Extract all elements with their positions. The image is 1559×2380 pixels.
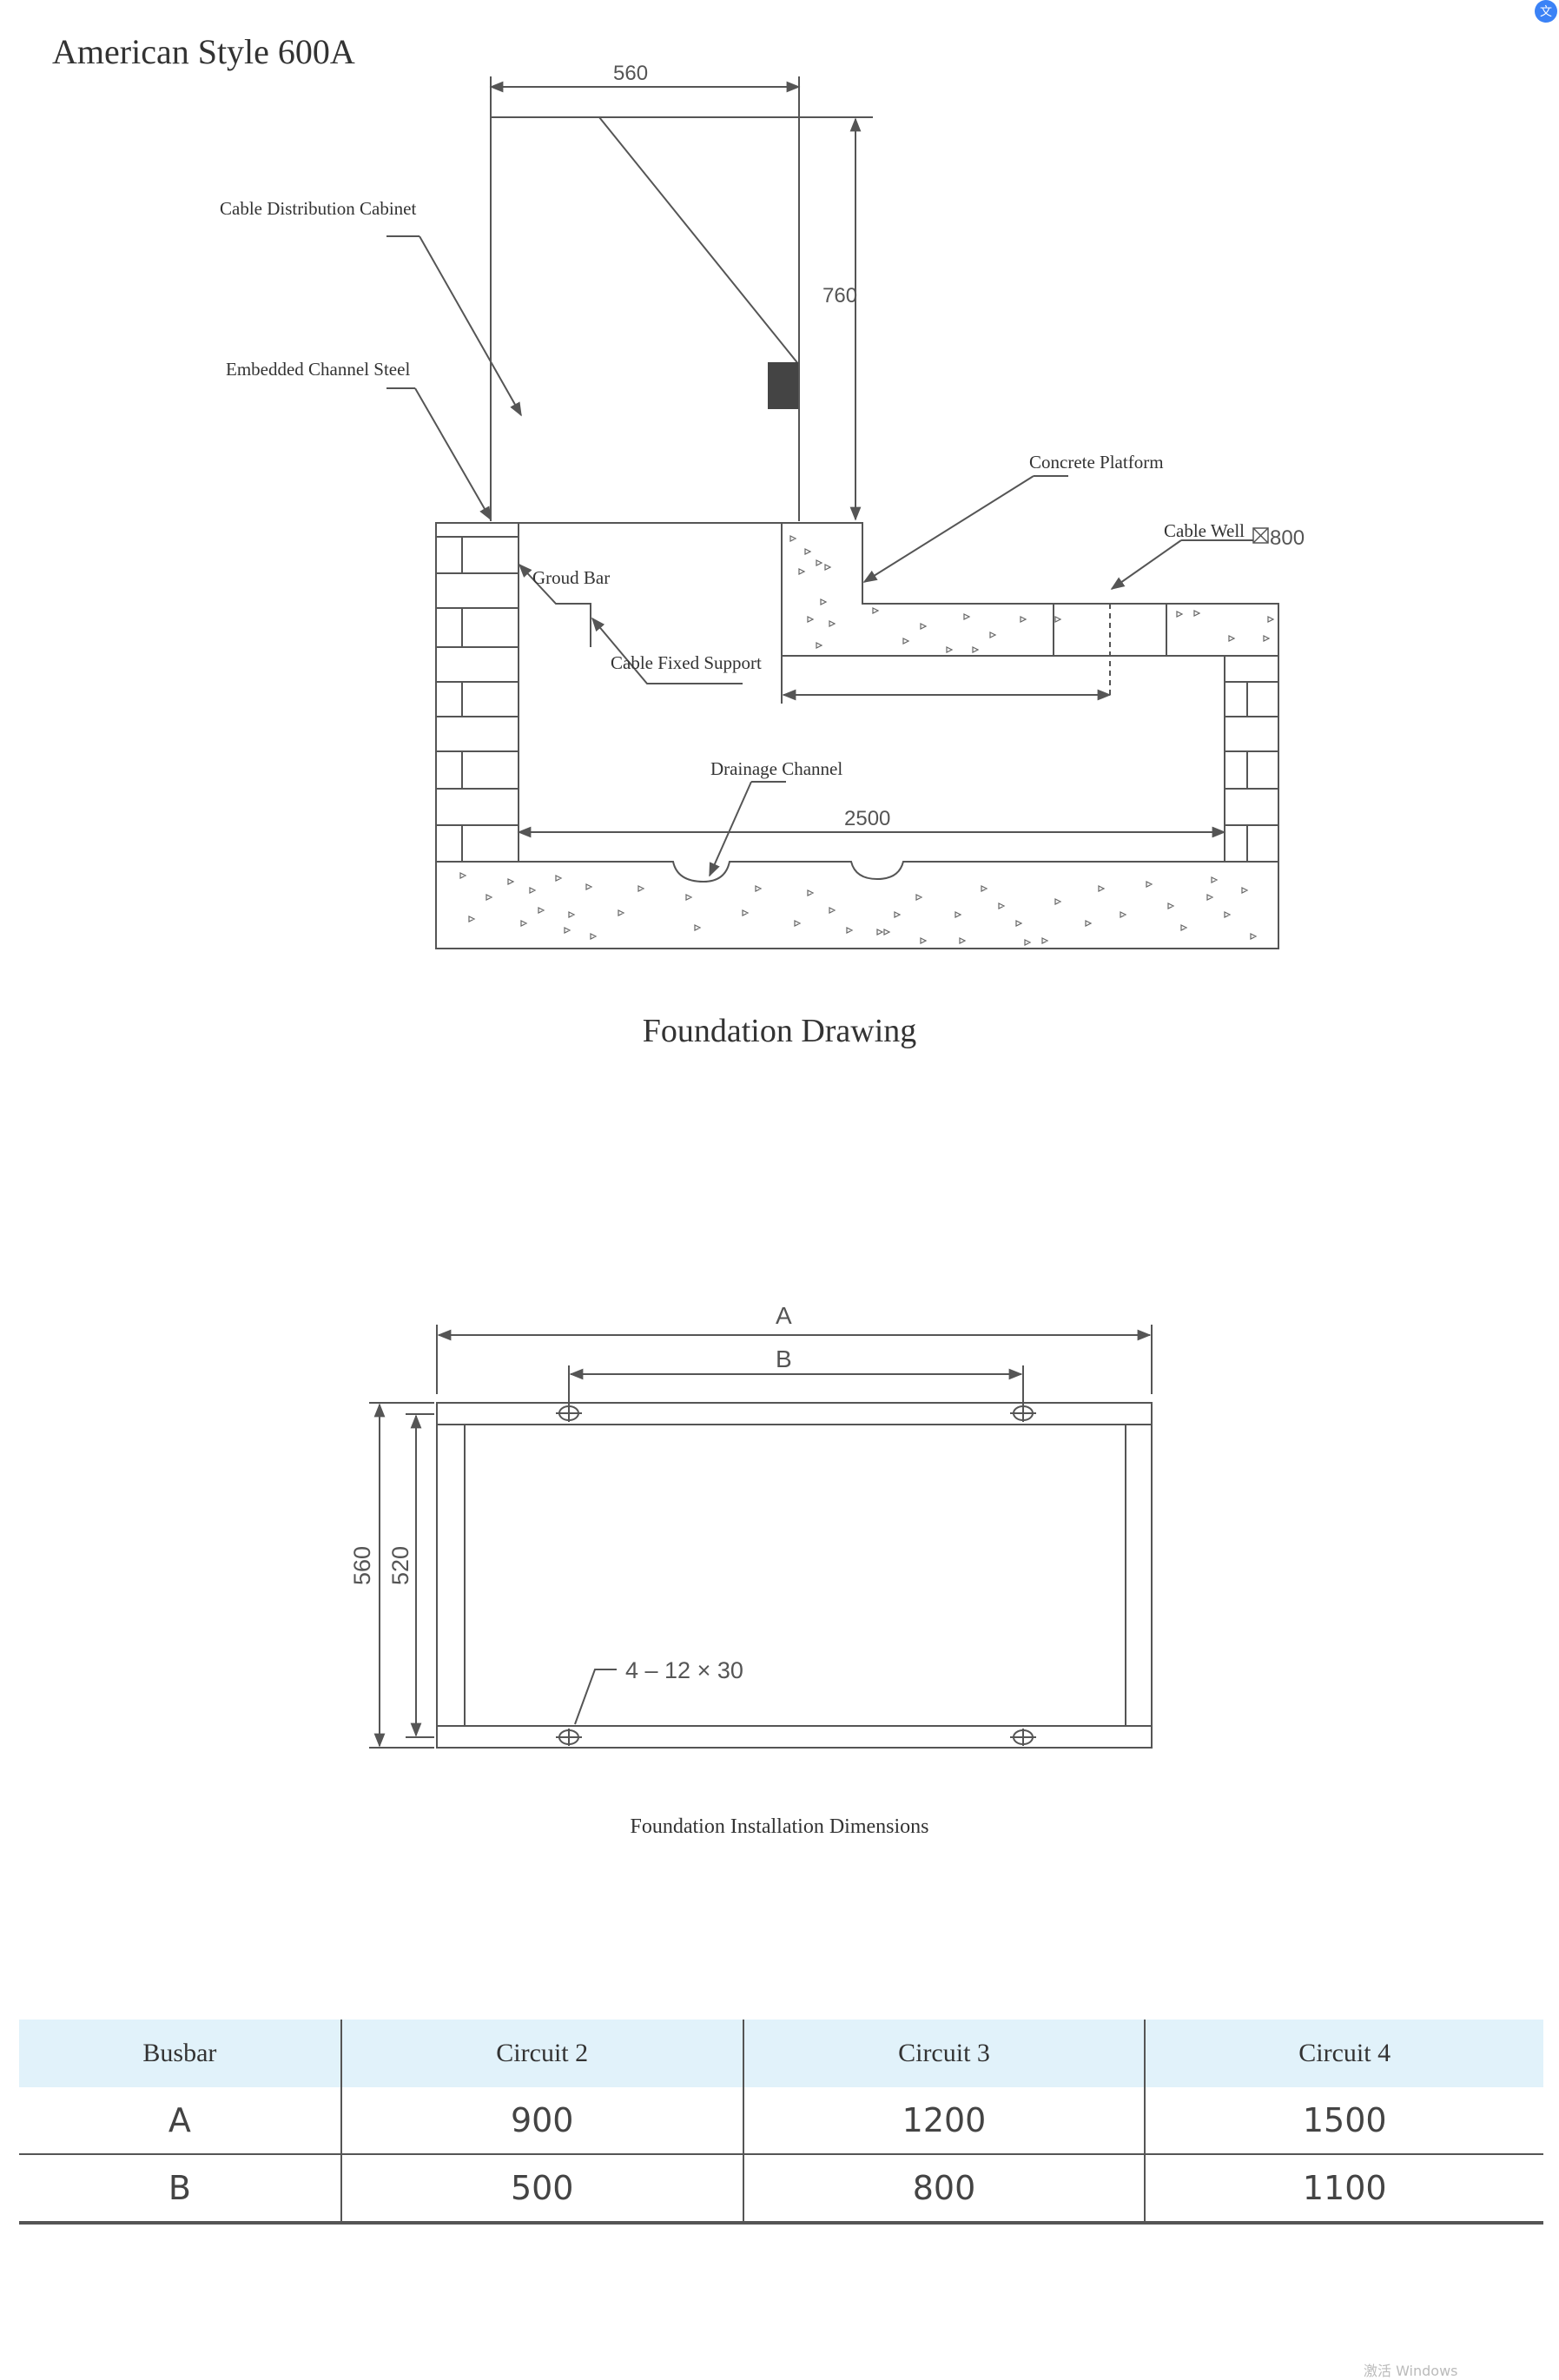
table-cell: 1500 [1144, 2087, 1543, 2155]
busbar-table: Busbar Circuit 2 Circuit 3 Circuit 4 A 9… [19, 2020, 1543, 2225]
table-header-row: Busbar Circuit 2 Circuit 3 Circuit 4 [19, 2020, 1543, 2087]
label-cable-well: Cable Well [1164, 520, 1245, 541]
table-cell: 500 [340, 2154, 743, 2225]
table-cell: 800 [742, 2154, 1146, 2225]
dim-width: 560 [613, 62, 648, 85]
header-busbar: Busbar [19, 2020, 341, 2087]
table-row: B 500 800 1100 [19, 2154, 1543, 2225]
translate-icon[interactable]: 文 [1535, 0, 1557, 23]
table-cell: B [19, 2154, 341, 2225]
label-channel-steel: Embedded Channel Steel [226, 359, 410, 380]
dim-a: A [776, 1302, 792, 1329]
table-cell: 1100 [1144, 2154, 1543, 2225]
table-cell: A [19, 2087, 341, 2155]
installation-caption: Foundation Installation Dimensions [630, 1815, 929, 1838]
table-row: A 900 1200 1500 [19, 2087, 1543, 2155]
square-section-icon [1252, 527, 1269, 544]
dim-well-size: 800 [1270, 526, 1305, 550]
activation-watermark: 激活 Windows [1364, 2363, 1458, 2379]
dim-height: 760 [822, 284, 857, 307]
header-circuit-3: Circuit 3 [742, 2020, 1146, 2087]
table-cell: 900 [340, 2087, 743, 2155]
dim-length: 2500 [844, 807, 890, 830]
dim-holes: 4 – 12 × 30 [625, 1657, 743, 1683]
header-circuit-4: Circuit 4 [1144, 2020, 1543, 2087]
aggregate-pattern [459, 535, 1275, 946]
hole-marks [556, 1405, 1036, 1746]
label-ground-bar: Groud Bar [532, 567, 610, 588]
dim-outer: 560 [349, 1546, 375, 1585]
label-concrete-platform: Concrete Platform [1029, 452, 1164, 473]
foundation-drawing: Cable Distribution Cabinet Embedded Chan… [220, 62, 1305, 949]
label-drainage: Drainage Channel [710, 758, 842, 779]
dim-inner: 520 [387, 1546, 413, 1585]
label-cabinet: Cable Distribution Cabinet [220, 198, 416, 219]
dim-b: B [776, 1345, 792, 1372]
label-cable-support: Cable Fixed Support [611, 652, 762, 673]
table-cell: 1200 [742, 2087, 1146, 2155]
foundation-caption: Foundation Drawing [642, 1013, 917, 1049]
header-circuit-2: Circuit 2 [340, 2020, 743, 2087]
page-title: American Style 600A [52, 32, 355, 71]
